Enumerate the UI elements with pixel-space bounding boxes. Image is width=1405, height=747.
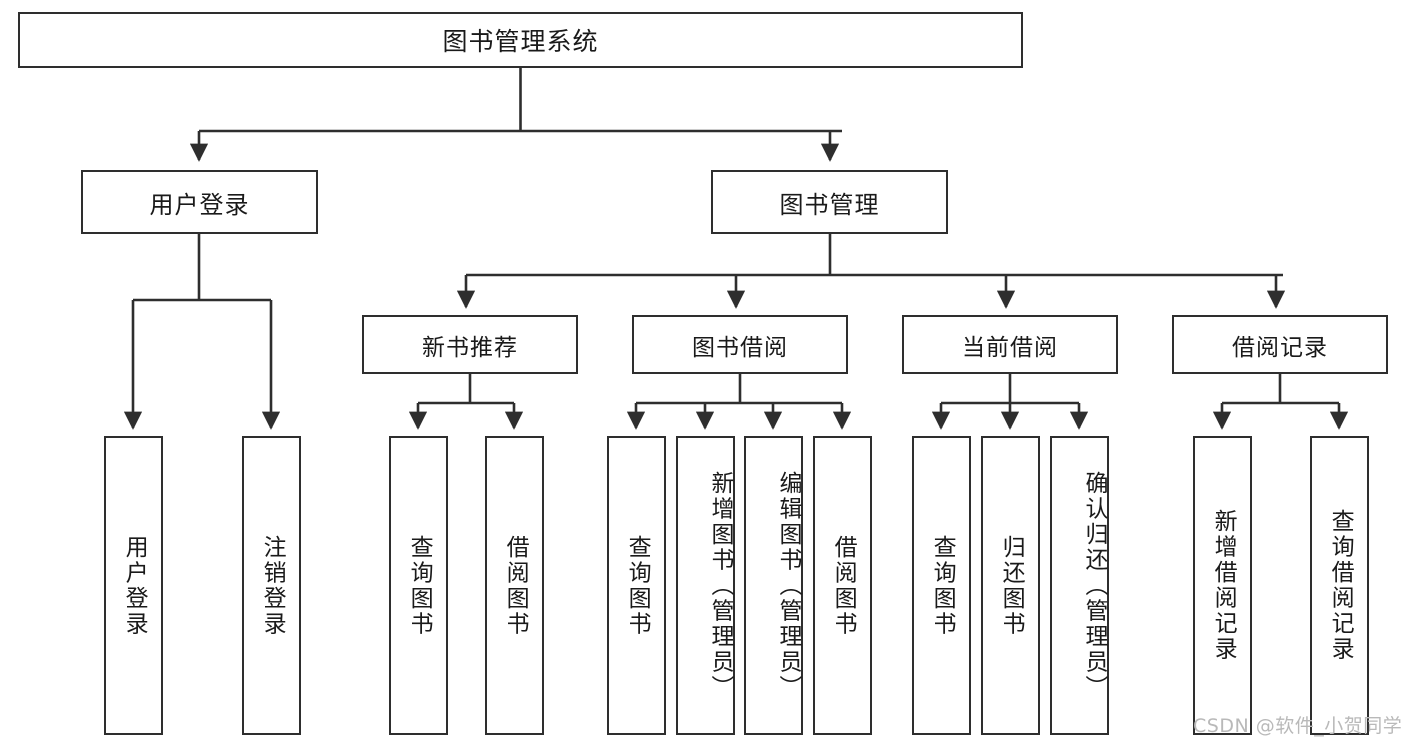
node-leaf-return-book[interactable]: 归还图书 [981, 436, 1040, 735]
node-label: 图书管理 [779, 190, 880, 219]
node-leaf-add-book-admin[interactable]: 新增图书（管理员） [676, 436, 735, 735]
node-label: 查询图书 [929, 534, 956, 637]
node-leaf-user-login[interactable]: 用户登录 [104, 436, 163, 735]
node-label: 用户登录 [149, 190, 250, 219]
node-branch-user-login[interactable]: 用户登录 [81, 170, 318, 234]
node-label: 新增借阅记录 [1210, 509, 1237, 662]
node-leaf-add-borrow-record[interactable]: 新增借阅记录 [1193, 436, 1252, 735]
node-leaf-confirm-return-admin[interactable]: 确认归还（管理员） [1050, 436, 1109, 735]
node-label: 新增图书（管理员） [707, 470, 733, 701]
node-label: 注销登录 [259, 534, 286, 637]
node-label: 归还图书 [998, 534, 1025, 637]
node-branch-book-management[interactable]: 图书管理 [711, 170, 948, 234]
node-label: 查询图书 [406, 534, 433, 637]
node-leaf-borrow-book[interactable]: 借阅图书 [813, 436, 872, 735]
node-leaf-query-borrow-record[interactable]: 查询借阅记录 [1310, 436, 1369, 735]
node-label: 图书借阅 [692, 334, 788, 361]
node-leaf-query-book-recommend[interactable]: 查询图书 [389, 436, 448, 735]
node-label: 编辑图书（管理员） [775, 470, 801, 701]
node-label: 新书推荐 [422, 334, 518, 361]
node-sub-current-borrow[interactable]: 当前借阅 [902, 315, 1118, 374]
node-root-book-management-system[interactable]: 图书管理系统 [18, 12, 1023, 68]
watermark-csdn: CSDN @软件_小贺同学 [1193, 715, 1403, 737]
node-leaf-query-book-borrow[interactable]: 查询图书 [607, 436, 666, 735]
node-label: 图书管理系统 [442, 27, 599, 56]
node-leaf-logout[interactable]: 注销登录 [242, 436, 301, 735]
node-sub-borrow-record[interactable]: 借阅记录 [1172, 315, 1388, 374]
node-leaf-borrow-book-recommend[interactable]: 借阅图书 [485, 436, 544, 735]
node-leaf-edit-book-admin[interactable]: 编辑图书（管理员） [744, 436, 803, 735]
node-label: 借阅图书 [502, 534, 529, 637]
node-label: 借阅图书 [830, 534, 857, 637]
node-label: 确认归还（管理员） [1081, 470, 1107, 701]
node-label: 查询借阅记录 [1327, 509, 1354, 662]
node-leaf-query-book-current[interactable]: 查询图书 [912, 436, 971, 735]
node-label: 查询图书 [624, 534, 651, 637]
node-sub-book-borrow[interactable]: 图书借阅 [632, 315, 848, 374]
node-label: 当前借阅 [962, 334, 1058, 361]
node-sub-new-book-recommend[interactable]: 新书推荐 [362, 315, 578, 374]
node-label: 借阅记录 [1232, 334, 1328, 361]
node-label: 用户登录 [121, 534, 148, 637]
